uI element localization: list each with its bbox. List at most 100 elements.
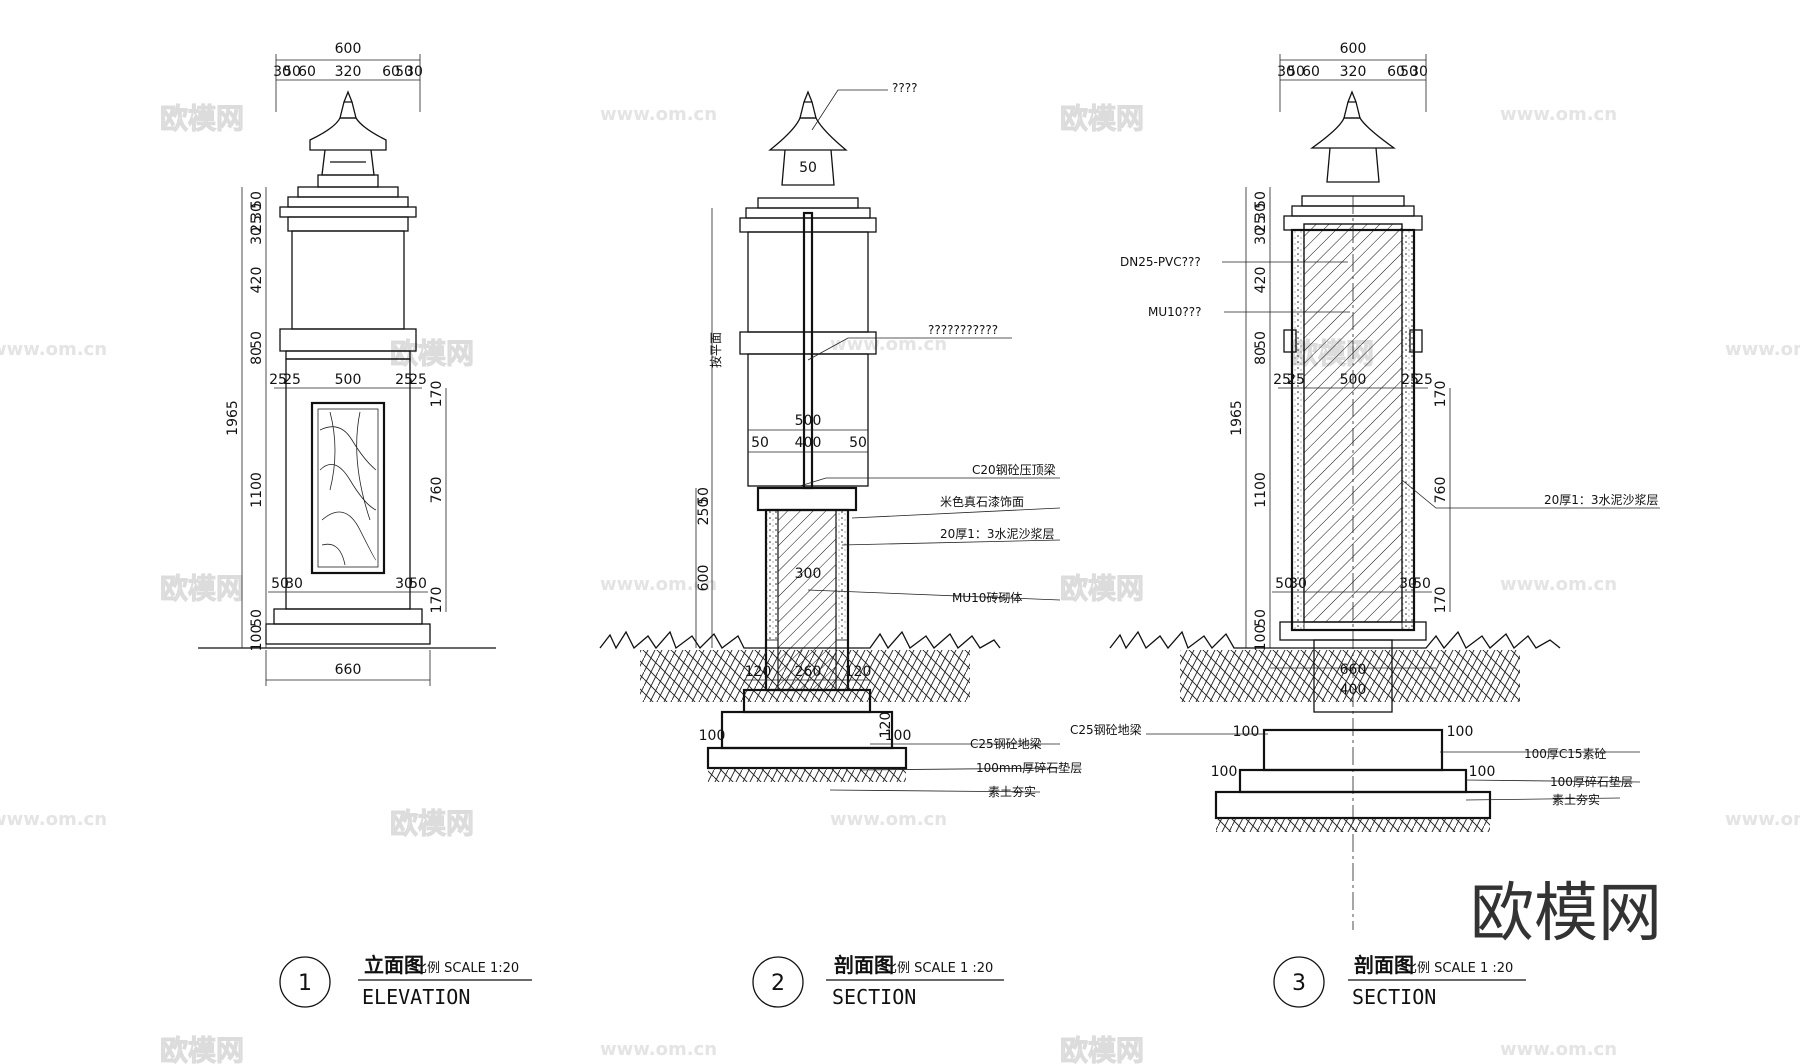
- leader: [811, 89, 888, 131]
- render-layer: [835, 509, 849, 641]
- grass-line: [1109, 630, 1561, 650]
- dim-label: 50: [751, 435, 769, 451]
- section-view-2: 50 按平面 500 50 400 50 300 50 250 600: [599, 81, 1082, 1009]
- note: DN25-PVC???: [1120, 255, 1201, 269]
- cap-tier: [297, 186, 399, 198]
- leader: [841, 539, 1061, 546]
- compacted-soil: [708, 768, 906, 782]
- dim-label: 50: [799, 160, 817, 176]
- note: 100厚C15素砼: [1524, 747, 1607, 761]
- note: ????: [892, 81, 917, 95]
- dim-label: 30: [273, 64, 291, 80]
- dim-label: 50: [696, 487, 712, 505]
- coping-beam: [756, 486, 858, 512]
- watermark-brand: 欧模网: [1060, 1034, 1144, 1064]
- dim-label: 660: [1340, 662, 1367, 678]
- render-layer: [765, 509, 779, 641]
- upper-band: [287, 216, 409, 232]
- watermark-url: www.om.cn: [1725, 339, 1800, 360]
- upper-shaft: [291, 230, 405, 330]
- view-title-en: ELEVATION: [362, 985, 470, 1009]
- watermark-brand: 欧模网: [160, 572, 244, 605]
- dim-label: 50: [1275, 576, 1293, 592]
- dim-label: 50: [1253, 609, 1269, 627]
- note: C25钢砼地梁: [1070, 722, 1142, 737]
- decorative-panel: [310, 401, 386, 575]
- dim-label: 120: [745, 664, 772, 680]
- footing-neck: [1313, 639, 1393, 713]
- note: ???????????: [928, 323, 998, 337]
- view-number-bubble: [1273, 956, 1325, 1008]
- watermark-url: www.om.cn: [600, 104, 717, 125]
- cap-tier: [287, 196, 409, 208]
- lower-shaft-outline: [747, 353, 869, 487]
- dim-label: 30: [1399, 576, 1417, 592]
- dim-label: 500: [335, 372, 362, 388]
- dim-label: 100: [1447, 724, 1474, 740]
- c25-ground-beam: [720, 710, 894, 750]
- dim-label: 25: [1415, 372, 1433, 388]
- note: MU10砖砌体: [952, 590, 1022, 605]
- dim-label: 260: [795, 664, 822, 680]
- lantern-roof: [309, 117, 387, 151]
- watermark-brand: 欧模网: [390, 807, 474, 840]
- lantern-body: [321, 149, 375, 176]
- dim-label: 25: [409, 372, 427, 388]
- lantern-roof: [768, 117, 848, 151]
- lantern-roof: [1309, 117, 1397, 149]
- base-plinth: [273, 608, 423, 625]
- leader: [807, 337, 1012, 361]
- dim-label: 600: [696, 565, 712, 592]
- dim-label: 1100: [1253, 472, 1269, 508]
- dim-label: 80: [1253, 347, 1269, 365]
- dim-label: 30: [285, 576, 303, 592]
- dim-label: 25: [395, 372, 413, 388]
- render-layer: [1291, 229, 1305, 631]
- cap-tier: [757, 197, 859, 209]
- level-label: 按平面: [709, 332, 723, 368]
- note: 素土夯实: [988, 784, 1036, 799]
- dim-label: 30: [249, 227, 265, 245]
- watermark-url: www.om.cn: [830, 334, 947, 355]
- dim-label: 500: [795, 413, 822, 429]
- view-number-bubble: [752, 956, 804, 1008]
- watermark-url: www.om.cn: [1500, 1039, 1617, 1060]
- dim-label: 320: [1340, 64, 1367, 80]
- lower-shaft: [285, 358, 411, 610]
- soil-fill: [1180, 650, 1520, 702]
- dim-label: 50: [271, 576, 289, 592]
- dim-label: 25: [1287, 372, 1305, 388]
- watermark-layer: 欧模网 www.om.cn 欧模网 www.om.cn www.om.cn 欧模…: [0, 102, 1800, 1064]
- dim-label: 50: [249, 609, 265, 627]
- dim-label: 30: [1277, 64, 1295, 80]
- leader: [851, 507, 1061, 519]
- watermark-brand: 欧模网: [1060, 102, 1144, 135]
- dim-label: 660: [335, 662, 362, 678]
- dim-label: 50: [409, 576, 427, 592]
- note: 100mm厚碎石垫层: [976, 760, 1082, 775]
- leader: [1465, 779, 1641, 783]
- view-scale: 比例 SCALE 1 :20: [884, 961, 993, 976]
- dim-label: 60: [298, 64, 316, 80]
- view-number-bubble: [279, 956, 331, 1008]
- dim-label: 170: [429, 587, 445, 614]
- dim-label: 170: [429, 381, 445, 408]
- dim-label: 30: [1410, 64, 1428, 80]
- dim-label: 25: [1253, 215, 1269, 233]
- watermark-url: www.om.cn: [1725, 809, 1800, 830]
- dim-label: 100: [1211, 764, 1238, 780]
- note: 100厚碎石垫层: [1550, 774, 1633, 789]
- watermark-brand: 欧模网: [160, 102, 244, 135]
- dim-label: 50: [395, 64, 413, 80]
- dim-label: 50: [1413, 576, 1431, 592]
- view-title-en: SECTION: [832, 985, 916, 1009]
- dim-label: 50: [283, 64, 301, 80]
- dim-label: 320: [335, 64, 362, 80]
- view-scale: 比例 SCALE 1 :20: [1404, 961, 1513, 976]
- dim-label: 170: [1433, 587, 1449, 614]
- watermark-brand: 欧模网: [160, 1034, 244, 1064]
- dim-label: 25: [249, 215, 265, 233]
- leader: [1401, 479, 1660, 509]
- dim-label: 30: [1289, 576, 1307, 592]
